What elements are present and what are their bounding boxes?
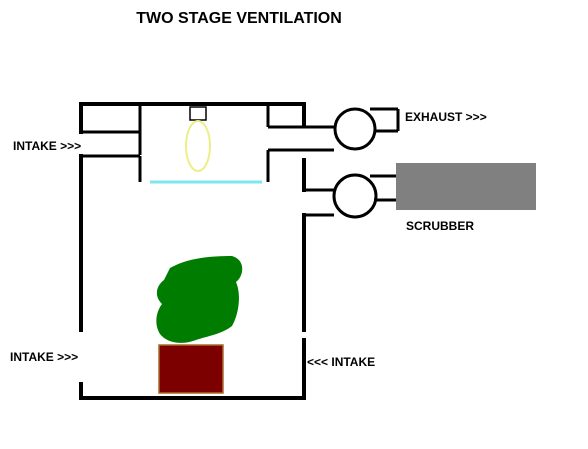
ducting xyxy=(304,107,400,217)
plant-foliage xyxy=(156,256,243,343)
bulb-socket xyxy=(189,106,207,121)
plant-pot xyxy=(158,344,224,394)
scrubber-label: SCRUBBER xyxy=(406,219,474,233)
scrubber-box xyxy=(396,163,536,210)
intake-top-left-label: INTAKE >>> xyxy=(13,139,81,153)
exhaust-label: EXHAUST >>> xyxy=(405,110,487,124)
diagram-title: TWO STAGE VENTILATION xyxy=(136,10,342,27)
light-hood xyxy=(81,104,334,182)
fans xyxy=(332,107,378,219)
exhaust-fan-icon xyxy=(333,107,377,151)
scrubber-fan-icon xyxy=(332,173,378,219)
intake-bottom-right-label: <<< INTAKE xyxy=(307,355,375,369)
bulb-icon xyxy=(185,120,211,172)
intake-bottom-left-label: INTAKE >>> xyxy=(10,350,78,364)
